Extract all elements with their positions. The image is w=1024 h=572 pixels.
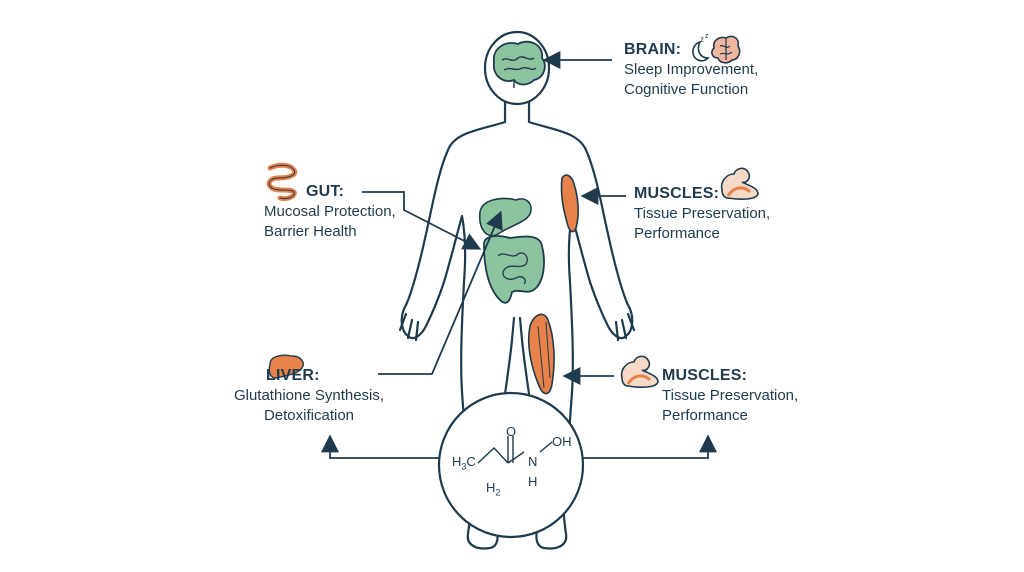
intestine-icon xyxy=(266,162,298,201)
molecule-right-arrow xyxy=(582,434,717,459)
sleep-moon-icon: z z xyxy=(692,33,710,62)
liver-line-1: Glutathione Synthesis, xyxy=(233,387,385,404)
gut-label: GUT: Mucosal Protection, Barrier Health xyxy=(264,182,396,242)
muscles-upper-title: MUSCLES: xyxy=(634,185,720,202)
flexed-arm-icon xyxy=(620,355,659,388)
right-hand-fingers xyxy=(614,312,636,342)
molecule-nh: H xyxy=(528,474,538,489)
molecule-ch3-h: H xyxy=(452,454,462,469)
gut-line-2: Barrier Health xyxy=(264,223,357,240)
molecule-ch3-sub: 3 xyxy=(461,461,467,472)
brain-organ xyxy=(492,40,546,88)
molecule-circle xyxy=(437,391,585,539)
molecule-ch2: H2 xyxy=(486,478,500,503)
muscles-upper-label: MUSCLES: Tissue Preservation, Performanc… xyxy=(634,184,770,244)
muscles-upper-line-2: Performance xyxy=(634,225,720,242)
gut-title: GUT: xyxy=(306,183,345,200)
liver-label: LIVER: Glutathione Synthesis, Detoxifica… xyxy=(226,366,392,426)
brain-line-1: Sleep Improvement, xyxy=(624,61,759,78)
left-hand-fingers xyxy=(398,312,420,342)
muscles-lower-label: MUSCLES: Tissue Preservation, Performanc… xyxy=(662,366,798,426)
liver-organ xyxy=(478,197,532,237)
molecule-bonds xyxy=(477,436,553,464)
brain-icon xyxy=(711,35,741,64)
arm-muscle xyxy=(560,174,579,233)
brain-label: BRAIN: Sleep Improvement, Cognitive Func… xyxy=(624,40,758,100)
liver-arrow xyxy=(378,210,503,375)
muscles-lower-line-1: Tissue Preservation, xyxy=(662,387,799,404)
molecule-ch3: H3C xyxy=(452,452,476,477)
molecule-ch2-h: H xyxy=(486,480,496,495)
muscles-upper-line-1: Tissue Preservation, xyxy=(634,205,771,222)
molecule-ch3-c: C xyxy=(466,454,476,469)
brain-line-2: Cognitive Function xyxy=(624,81,749,98)
molecule-carbonyl-o: O xyxy=(506,424,517,439)
brain-title: BRAIN: xyxy=(624,41,682,58)
gut-line-1: Mucosal Protection, xyxy=(264,203,396,220)
molecule-left-arrow xyxy=(321,434,440,459)
molecule-ch2-sub: 2 xyxy=(495,487,501,498)
liver-icon xyxy=(268,354,304,379)
intestines-organ xyxy=(483,235,545,304)
muscles-lower-line-2: Performance xyxy=(662,407,748,424)
molecule-oh: OH xyxy=(552,434,572,449)
flexed-arm-icon xyxy=(720,167,759,200)
torso-left xyxy=(400,100,516,550)
liver-title: LIVER: xyxy=(266,367,320,384)
svg-text:z: z xyxy=(705,33,709,40)
molecule-n: N xyxy=(528,454,538,469)
liver-line-2: Detoxification xyxy=(263,407,355,424)
svg-text:z: z xyxy=(700,35,704,44)
gut-arrow xyxy=(362,191,482,250)
leg-muscle xyxy=(527,313,555,395)
muscles-lower-title: MUSCLES: xyxy=(662,367,748,384)
